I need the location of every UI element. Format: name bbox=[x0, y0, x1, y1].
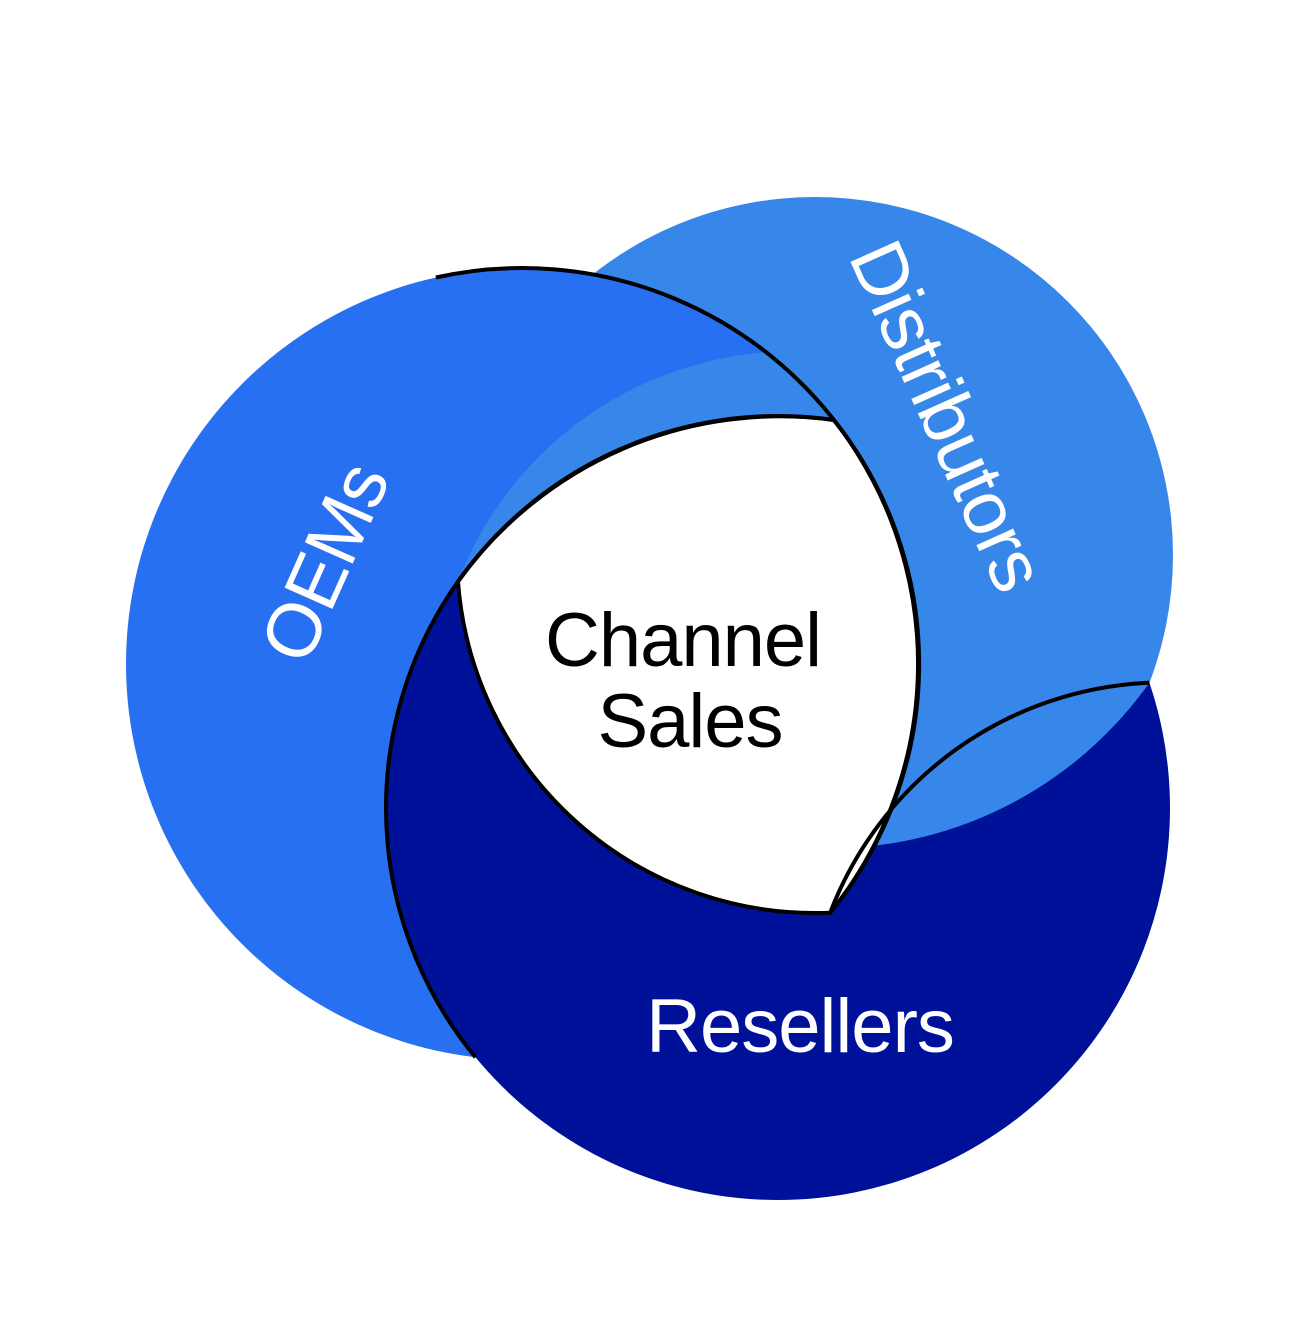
center-label-line2: Sales bbox=[597, 679, 782, 764]
resellers-outline-arc bbox=[384, 414, 835, 1059]
distributors-outline-arc bbox=[828, 680, 1150, 914]
resellers-label: Resellers bbox=[646, 984, 954, 1069]
center-label-line1: Channel bbox=[545, 598, 821, 683]
oems-outline-arc bbox=[435, 266, 921, 914]
